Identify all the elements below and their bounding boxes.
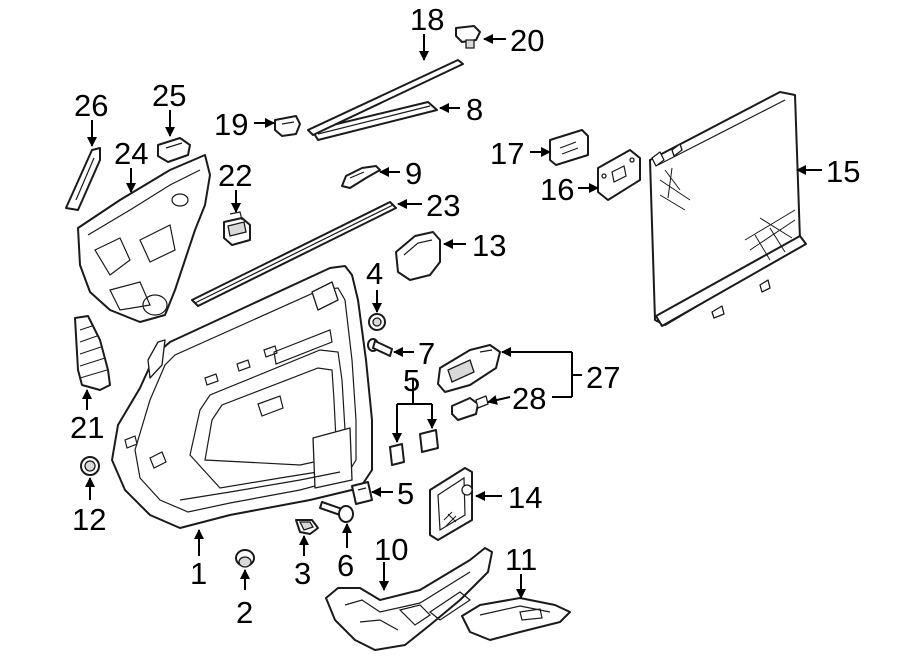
grille-part-14 bbox=[429, 467, 473, 541]
speaker-trim-part-21 bbox=[74, 315, 111, 391]
callout-20: 20 bbox=[510, 23, 544, 58]
plate-part-17 bbox=[549, 129, 589, 166]
callout-6: 6 bbox=[337, 548, 354, 583]
callout-23: 23 bbox=[426, 188, 460, 223]
door-trim-panel bbox=[111, 265, 373, 529]
callout-5-upper: 5 bbox=[403, 363, 420, 398]
trim-strip-part-8 bbox=[311, 101, 438, 141]
callout-3: 3 bbox=[294, 556, 311, 591]
bracket-part-9 bbox=[341, 165, 381, 189]
screw-part-6 bbox=[319, 501, 354, 523]
callout-19: 19 bbox=[214, 107, 248, 142]
pocket-part-11 bbox=[461, 597, 571, 641]
callout-labels: 1 2 3 4 5 5 6 7 8 9 10 11 12 13 14 15 16… bbox=[70, 2, 860, 630]
callout-9: 9 bbox=[405, 156, 422, 191]
grommet-part-4 bbox=[368, 313, 386, 331]
callout-7: 7 bbox=[418, 336, 435, 371]
bracket-part-25 bbox=[157, 137, 191, 163]
callout-26: 26 bbox=[74, 88, 108, 123]
clip-part-19 bbox=[274, 115, 301, 137]
push-pin-part-3 bbox=[295, 519, 319, 535]
bulb-part-28 bbox=[451, 395, 489, 421]
clip-part-20 bbox=[455, 25, 481, 49]
corner-trim-part-26 bbox=[65, 147, 101, 211]
plug-part-12 bbox=[80, 456, 100, 476]
sunshade-part-15 bbox=[649, 91, 807, 327]
panel-carrier-part-24 bbox=[77, 154, 211, 323]
callout-11: 11 bbox=[505, 542, 537, 577]
switch-part-22 bbox=[223, 211, 251, 246]
callout-12: 12 bbox=[72, 502, 106, 537]
lock-part-27 bbox=[437, 344, 501, 393]
bracket-part-16 bbox=[597, 149, 641, 201]
callout-1: 1 bbox=[190, 556, 207, 591]
callout-17: 17 bbox=[490, 136, 524, 171]
callout-8: 8 bbox=[466, 92, 483, 127]
callout-15: 15 bbox=[826, 154, 860, 189]
clips-part-5 bbox=[351, 429, 439, 505]
callout-18: 18 bbox=[410, 2, 444, 37]
callout-24: 24 bbox=[114, 136, 148, 171]
callout-13: 13 bbox=[472, 228, 506, 263]
callout-28: 28 bbox=[512, 381, 546, 416]
clip-part-2 bbox=[235, 549, 255, 568]
cover-part-13 bbox=[395, 231, 441, 281]
callout-2: 2 bbox=[236, 595, 253, 630]
callout-16: 16 bbox=[540, 172, 574, 207]
callout-22: 22 bbox=[218, 158, 252, 193]
armrest-part-10 bbox=[325, 547, 493, 651]
leader-lines bbox=[82, 34, 822, 599]
callout-14: 14 bbox=[508, 480, 542, 515]
callout-25: 25 bbox=[152, 78, 186, 113]
callout-4: 4 bbox=[366, 256, 383, 291]
belt-strip-part-23 bbox=[191, 201, 397, 307]
callout-5-lower: 5 bbox=[397, 476, 414, 511]
callout-21: 21 bbox=[70, 410, 104, 445]
callout-10: 10 bbox=[374, 532, 408, 567]
screw-part-7 bbox=[367, 338, 393, 357]
callout-27: 27 bbox=[586, 360, 620, 395]
belt-molding-part-18 bbox=[307, 59, 464, 136]
